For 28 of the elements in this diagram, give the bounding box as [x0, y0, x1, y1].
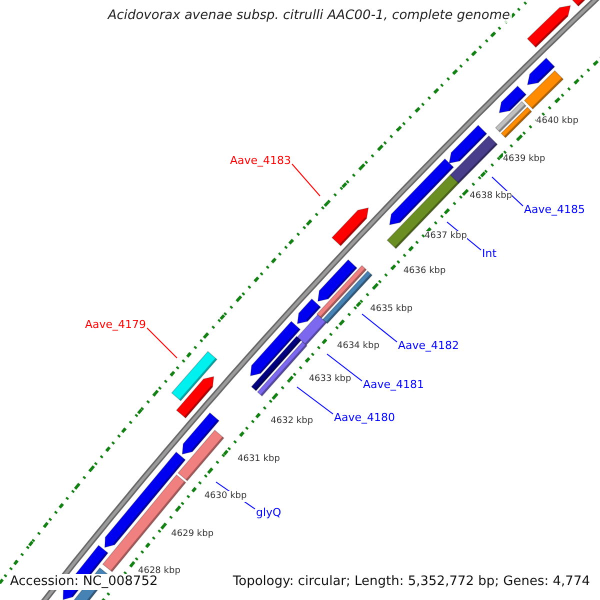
tick-label: 4631 kbp [238, 454, 280, 464]
leader-line [292, 164, 320, 196]
leader-line [492, 176, 524, 206]
leader-line [326, 354, 362, 382]
gene-label: Aave_4182 [398, 339, 460, 352]
tick-label: 4633 kbp [308, 374, 352, 384]
tick-label: 4629 kbp [171, 528, 214, 540]
gene-label: Aave_4180 [334, 411, 396, 424]
gene-label: Aave_4179 [85, 318, 146, 331]
tick-label: 4634 kbp [337, 341, 380, 352]
gene-label: Aave_4181 [363, 378, 424, 391]
tick-label: 4635 kbp [370, 304, 413, 314]
tick-label: 4630 kbp [204, 491, 247, 502]
leader-line [146, 328, 178, 358]
gene-label: Aave_4183 [230, 154, 292, 167]
tick-label: 4638 kbp [470, 191, 512, 202]
gene-label: Aave_4185 [524, 203, 586, 216]
leader-line [362, 314, 398, 342]
leader-line [296, 386, 334, 414]
tick-label: 4640 kbp [536, 116, 578, 127]
genome-stats-text: Topology: circular; Length: 5,352,772 bp; Genes: 4,774 [230, 574, 592, 590]
tick-label: 4636 kbp [403, 266, 446, 277]
gene-label: glyQ [256, 506, 282, 519]
tick-label: 4639 kbp [502, 154, 546, 164]
gene-label: Int [482, 247, 497, 260]
tick-label: 4632 kbp [270, 416, 314, 427]
tick-label: 4637 kbp [424, 230, 467, 242]
diagram-title: Acidovorax avenae subsp. citrulli AAC00-1, complete genome [106, 8, 512, 23]
